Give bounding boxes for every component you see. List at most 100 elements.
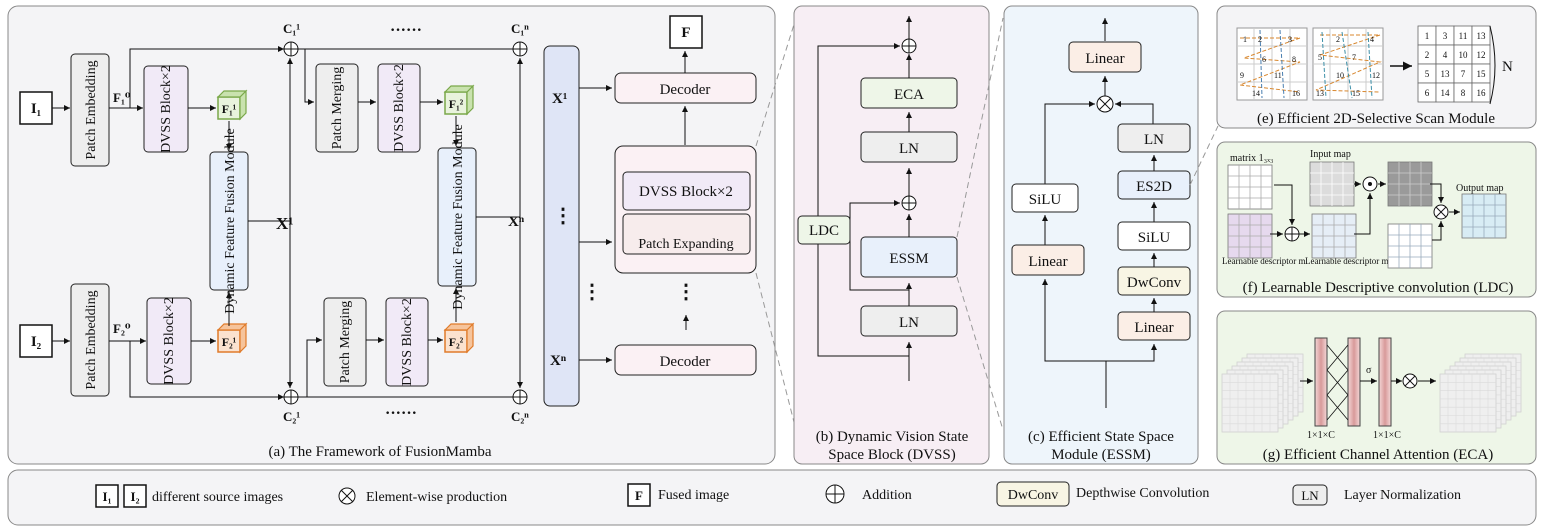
legend-multiply-icon	[338, 487, 356, 505]
addition-node-c1-1	[283, 41, 299, 57]
patch-merging-bottom	[323, 297, 367, 387]
legend-i2: I₂	[123, 484, 147, 508]
svg-text:14: 14	[1252, 89, 1260, 98]
patch-embedding-top	[70, 53, 110, 167]
dvss-ldc-label: LDC	[809, 223, 839, 239]
ldc-desc-mf-label: Learnable descriptor mf	[1305, 256, 1391, 266]
patch-merging-top	[315, 63, 359, 153]
scan-cell-value: 10	[1459, 50, 1469, 60]
dvss-ldc	[797, 215, 851, 245]
legend-frame	[7, 469, 1537, 526]
ldc-multiply-node	[1433, 204, 1449, 220]
scan-cell-value: 15	[1477, 69, 1487, 79]
panel-a-frame	[7, 5, 776, 465]
panel-g-caption: (g) Efficient Channel Attention (ECA)	[1263, 447, 1494, 463]
decoder-dvss-block-label: DVSS Block×2	[639, 184, 733, 200]
dff-module-1-label: Dynamic Feature Fusion Module	[223, 128, 238, 313]
scan-cell-value: 11	[1459, 31, 1468, 41]
svg-text:16: 16	[1292, 89, 1300, 98]
decoder-patch-expanding	[622, 213, 751, 255]
legend-dwconv-label: DwConv	[1008, 488, 1059, 503]
legend-dwconv-box	[996, 481, 1070, 507]
svg-text:F₂¹: F₂¹	[222, 335, 237, 349]
label-c2-n: C₂ⁿ	[511, 409, 529, 424]
dvss-eca-label: ECA	[894, 87, 924, 103]
essm-linear-right-label: Linear	[1134, 320, 1173, 336]
scan-cell-value: 16	[1477, 88, 1487, 98]
legend-ln-desc: Layer Normalization	[1344, 488, 1461, 503]
svg-text:F: F	[635, 488, 643, 503]
svg-text:F₁²: F₁²	[449, 97, 464, 111]
scan-cell-value: 7	[1461, 69, 1466, 79]
svg-text:12: 12	[1372, 71, 1380, 80]
essm-silu-left	[1011, 183, 1079, 213]
dvss-addition-node	[901, 195, 917, 211]
scan-cell	[1471, 82, 1491, 103]
svg-text:13: 13	[1316, 89, 1324, 98]
eca-conv-lines	[1326, 344, 1349, 421]
essm-dwconv-label: DwConv	[1127, 275, 1182, 291]
scan-cell-value: 5	[1425, 69, 1430, 79]
panel-c-frame	[1003, 5, 1199, 465]
svg-text:15: 15	[1352, 89, 1360, 98]
scan-cell-value: 8	[1461, 88, 1466, 98]
essm-linear-left-label: Linear	[1028, 254, 1067, 270]
dvss-block-bottom-2	[385, 297, 429, 387]
decoder-dots-mid: ⋮	[676, 281, 696, 303]
scan-cell-value: 12	[1477, 50, 1486, 60]
scan-cell-value: 2	[1425, 50, 1430, 60]
dvss-block-top-1-label: DVSS Block×2	[159, 65, 174, 153]
panel-b-frame	[793, 5, 990, 465]
eca-bar-left	[1314, 337, 1328, 427]
essm-silu-right	[1117, 221, 1191, 251]
legend-ln-box	[1292, 484, 1328, 506]
essm-linear-right	[1117, 311, 1191, 341]
svg-text:3: 3	[1288, 35, 1292, 44]
panel-c-caption-1: (c) Efficient State Space	[1028, 429, 1174, 445]
essm-linear-left	[1011, 244, 1085, 276]
dots-bottom: ······	[385, 405, 417, 422]
feature-x1-stage1: X¹	[276, 214, 293, 233]
decoder-dvss-block	[622, 171, 751, 211]
legend-sources-text: different source images	[152, 490, 283, 505]
eca-dim-left: 1×1×C	[1307, 430, 1335, 441]
dots-top: ······	[390, 22, 422, 39]
input-i1: I₁	[19, 91, 53, 125]
dff-module-2-label: Dynamic Feature Fusion Module	[451, 124, 466, 309]
decoder-patch-expanding-label: Patch Expanding	[638, 237, 733, 252]
dvss-essm-label: ESSM	[889, 251, 928, 267]
svg-text:10: 10	[1336, 71, 1344, 80]
eca-sigma: σ	[1366, 365, 1372, 376]
dvss-block-top-2	[377, 63, 421, 153]
essm-silu-right-label: SiLU	[1138, 230, 1171, 246]
essm-dwconv	[1117, 266, 1191, 296]
patch-merging-bottom-label: Patch Merging	[338, 301, 353, 384]
ldc-output-map-label: Output map	[1456, 183, 1504, 194]
addition-node-c2-1	[283, 389, 299, 405]
ldc-grids	[1227, 161, 1507, 269]
scan-cell-value: 6	[1425, 88, 1430, 98]
scan-n-label: N	[1502, 59, 1513, 75]
svg-text:5: 5	[1318, 53, 1322, 62]
ldc-desc-m-label: Learnable descriptor m	[1222, 256, 1305, 266]
addition-node-c1-n	[512, 41, 528, 57]
essm-linear-top-label: Linear	[1085, 51, 1124, 67]
legend-addition-text: Addition	[862, 488, 912, 503]
patch-embedding-bottom-label: Patch Embedding	[84, 290, 99, 389]
svg-text:F₁¹: F₁¹	[222, 102, 237, 116]
decoder-bottom-label: Decoder	[660, 354, 711, 370]
dvss-ln-bottom-label: LN	[899, 315, 919, 331]
ldc-dot-node	[1362, 176, 1378, 192]
legend-i1: I₁	[95, 484, 119, 508]
essm-ln	[1117, 123, 1191, 153]
legend-elementwise-text: Element-wise production	[366, 490, 507, 505]
feature-f2-0: F₂⁰	[113, 321, 131, 336]
legend-fused-text: Fused image	[658, 488, 729, 503]
dvss-block-bottom-2-label: DVSS Block×2	[400, 298, 415, 386]
svg-text:F₂²: F₂²	[449, 335, 464, 349]
decoder-bottom	[614, 344, 757, 376]
eca-bar-right	[1378, 337, 1392, 427]
